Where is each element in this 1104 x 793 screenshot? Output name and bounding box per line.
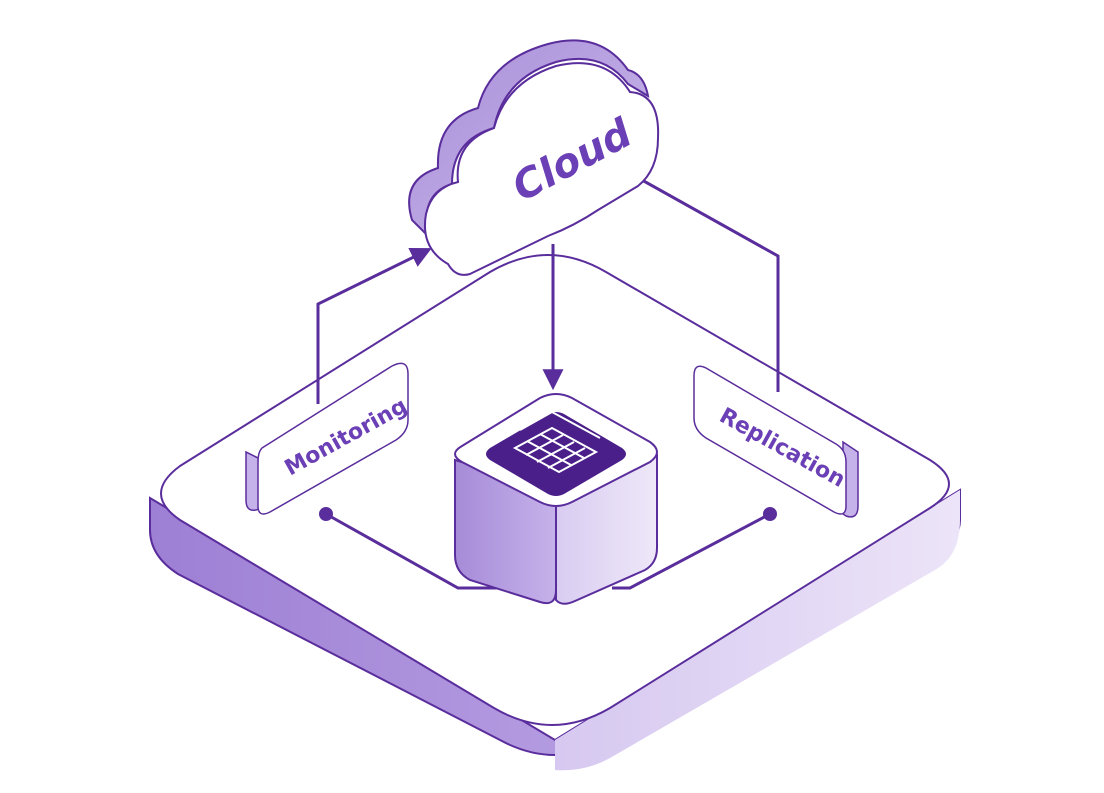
platform-side-right — [555, 490, 960, 771]
replication-card-face — [693, 365, 847, 515]
cloud-side — [408, 39, 650, 240]
base-connectors — [319, 507, 777, 590]
server-rack-icon — [512, 410, 601, 474]
connector-left — [325, 512, 498, 590]
connector-dot-left — [319, 507, 333, 521]
cloud-node: Cloud — [408, 39, 660, 276]
connector-dot-right — [763, 507, 777, 521]
flow-arrows — [316, 167, 780, 404]
arrow-monitoring-to-cloud — [316, 247, 432, 404]
replication-node: Replication — [693, 365, 859, 518]
arrow-replication-to-cloud — [620, 167, 780, 392]
connector-right — [612, 512, 771, 590]
database-cube — [454, 393, 658, 605]
cloud-face — [424, 62, 660, 276]
monitoring-card-face — [257, 362, 409, 515]
